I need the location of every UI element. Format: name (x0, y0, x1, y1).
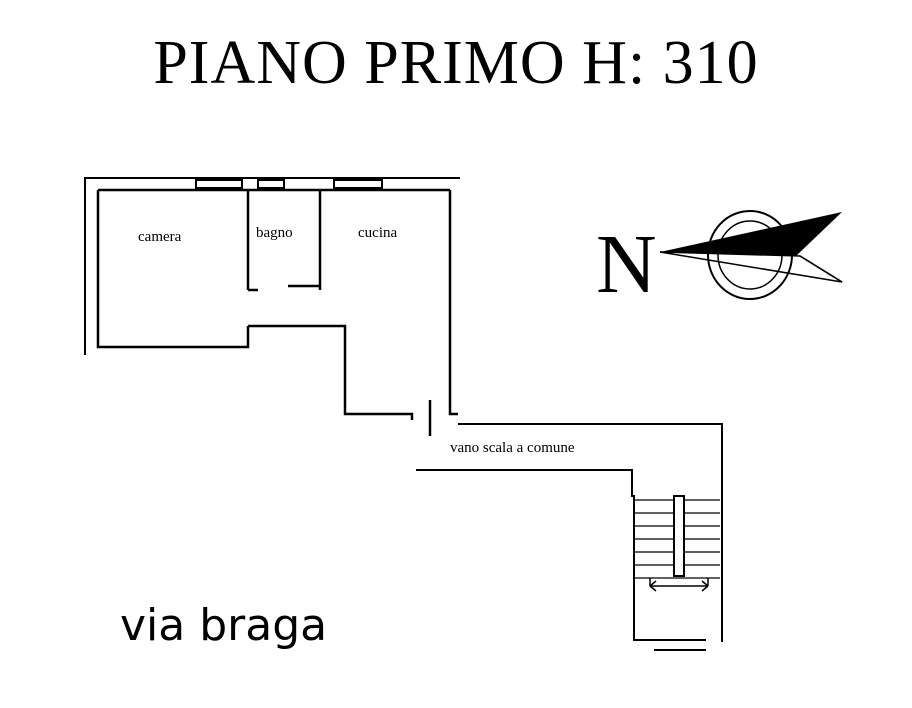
room-label-camera: camera (138, 229, 182, 245)
apartment-walls (96, 188, 458, 436)
room-label-bagno: bagno (256, 225, 293, 241)
room-label-cucina: cucina (358, 225, 397, 241)
windows (195, 179, 383, 189)
stairwell-walls (416, 423, 723, 651)
street-name: via braga (120, 600, 328, 651)
compass-icon (659, 210, 843, 300)
stair-core (673, 495, 685, 577)
stairwell-label: vano scala a comune (450, 440, 575, 456)
north-letter: N (596, 218, 657, 311)
stair-arrow-icon (649, 578, 709, 592)
building-outline (84, 177, 460, 355)
plan-title: PIANO PRIMO H: 310 (153, 29, 759, 97)
